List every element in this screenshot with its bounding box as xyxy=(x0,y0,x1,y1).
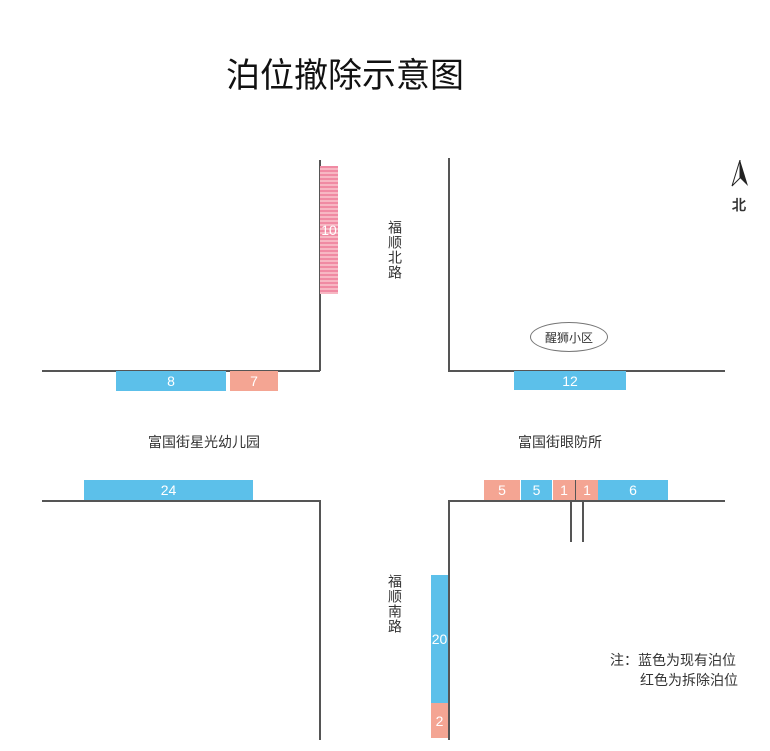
road-label-north: 福顺北路 xyxy=(386,220,402,280)
parking-slot-existing: 6 xyxy=(598,480,668,500)
parking-slot-removed: 7 xyxy=(230,371,278,391)
clinic-label: 富国街眼防所 xyxy=(518,435,602,451)
diagram-title: 泊位撤除示意图 xyxy=(226,56,464,96)
parking-slot-removed: 2 xyxy=(431,703,448,738)
parking-slot-removed: 1 xyxy=(553,480,575,500)
road-edge xyxy=(42,500,320,502)
legend-line-1: 注：蓝色为现有泊位 xyxy=(610,653,736,669)
parking-slot-removed: 5 xyxy=(484,480,520,500)
parking-slot-existing: 12 xyxy=(514,371,626,390)
road-edge xyxy=(448,370,725,372)
road-label-south: 福顺南路 xyxy=(386,574,402,634)
road-edge xyxy=(319,160,321,371)
alley-edge xyxy=(570,500,572,542)
road-edge xyxy=(319,500,321,740)
kindergarten-label: 富国街星光幼儿园 xyxy=(148,435,260,451)
parking-slot-existing: 5 xyxy=(521,480,552,500)
road-edge xyxy=(448,500,725,502)
north-arrow-icon xyxy=(731,160,748,187)
parking-slot-existing: 20 xyxy=(431,575,448,703)
parking-slot-removed: 10 xyxy=(320,166,338,294)
slot-divider xyxy=(575,480,576,500)
parking-slot-removed: 1 xyxy=(576,480,598,500)
community-label: 醒狮小区 xyxy=(530,322,608,352)
parking-slot-existing: 24 xyxy=(84,480,253,500)
north-label: 北 xyxy=(732,198,746,214)
parking-slot-existing: 8 xyxy=(116,371,226,391)
road-edge xyxy=(448,158,450,371)
road-edge xyxy=(448,500,450,740)
alley-edge xyxy=(582,500,584,542)
road-edge xyxy=(42,370,320,372)
legend-line-2: 红色为拆除泊位 xyxy=(640,673,738,689)
